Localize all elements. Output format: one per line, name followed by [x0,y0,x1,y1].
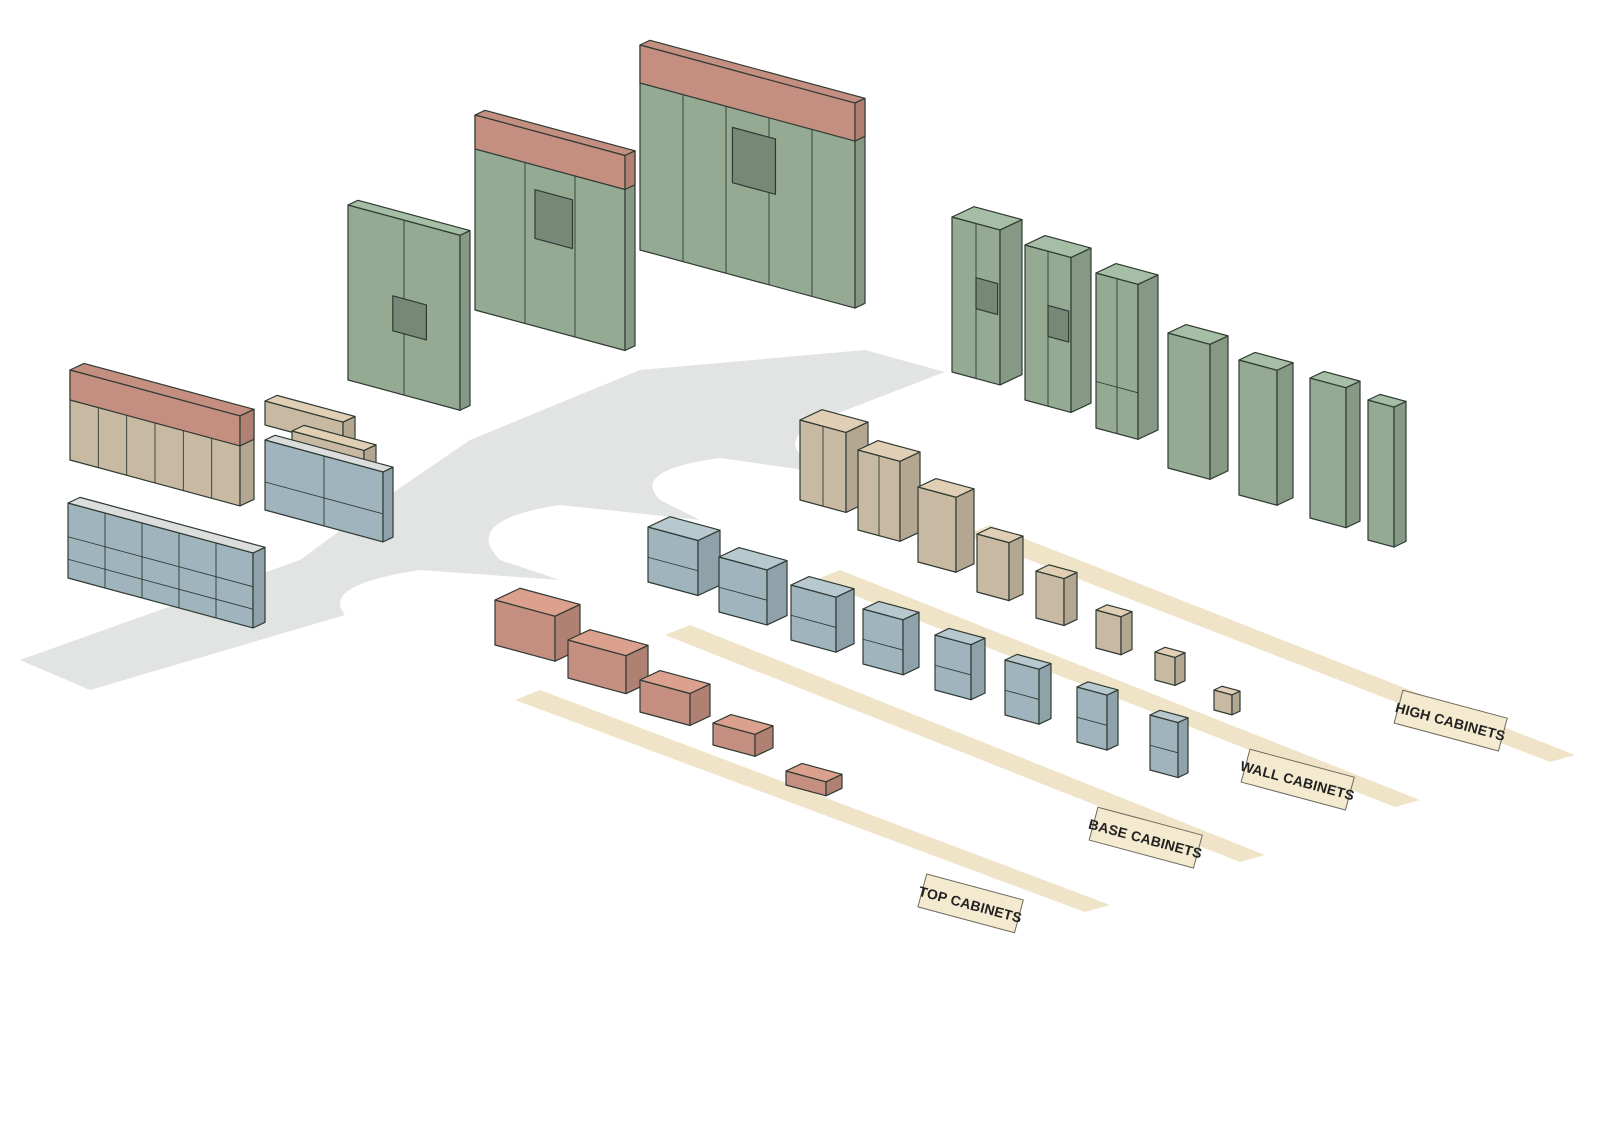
base-cabinet-4 [862,600,920,676]
base-cabinet-6 [1004,653,1052,725]
top-cabinet-5 [785,762,843,797]
base-cabinet-3 [790,575,855,653]
wall-cabinet-6 [1095,604,1133,656]
assembled-wall-run [69,362,255,507]
high-cabinet-4 [1167,323,1229,480]
assembled-high-b [474,109,636,352]
label-base-cabinets: BASE CABINETS [1087,806,1204,869]
assembled-high-a [347,199,471,411]
assembled-base-mid [264,434,394,543]
top-cabinet-1 [494,587,581,662]
high-cabinet-2 [1024,235,1092,414]
high-cabinet-1 [951,206,1023,386]
wall-cabinet-1 [799,409,869,514]
high-cabinet-5 [1238,351,1294,506]
wall-cabinet-3 [917,477,975,573]
label-high-cabinets: HIGH CABINETS [1393,689,1508,752]
assembled-high-c [639,39,866,309]
wall-cabinet-7 [1154,646,1186,687]
high-cabinet-3 [1095,263,1159,440]
rail-base [665,625,1265,862]
high-cabinet-6 [1309,370,1361,529]
cabinet-boxes [67,39,1407,797]
base-cabinet-1 [647,516,721,597]
wall-cabinet-8 [1213,685,1241,716]
high-cabinet-7 [1367,393,1407,548]
wall-cabinet-5 [1035,564,1078,627]
rail-top [515,690,1110,912]
wall-cabinet-2 [857,440,921,542]
top-cabinet-2 [567,629,649,695]
top-cabinet-4 [712,713,774,757]
rail-wall [815,570,1420,807]
base-cabinet-7 [1076,681,1119,751]
wall-cabinet-4 [976,526,1024,602]
base-cabinet-8 [1149,709,1189,779]
top-cabinet-3 [639,669,711,727]
assembled-base-run [67,496,266,629]
base-cabinet-5 [934,627,986,701]
base-cabinet-2 [718,546,788,626]
